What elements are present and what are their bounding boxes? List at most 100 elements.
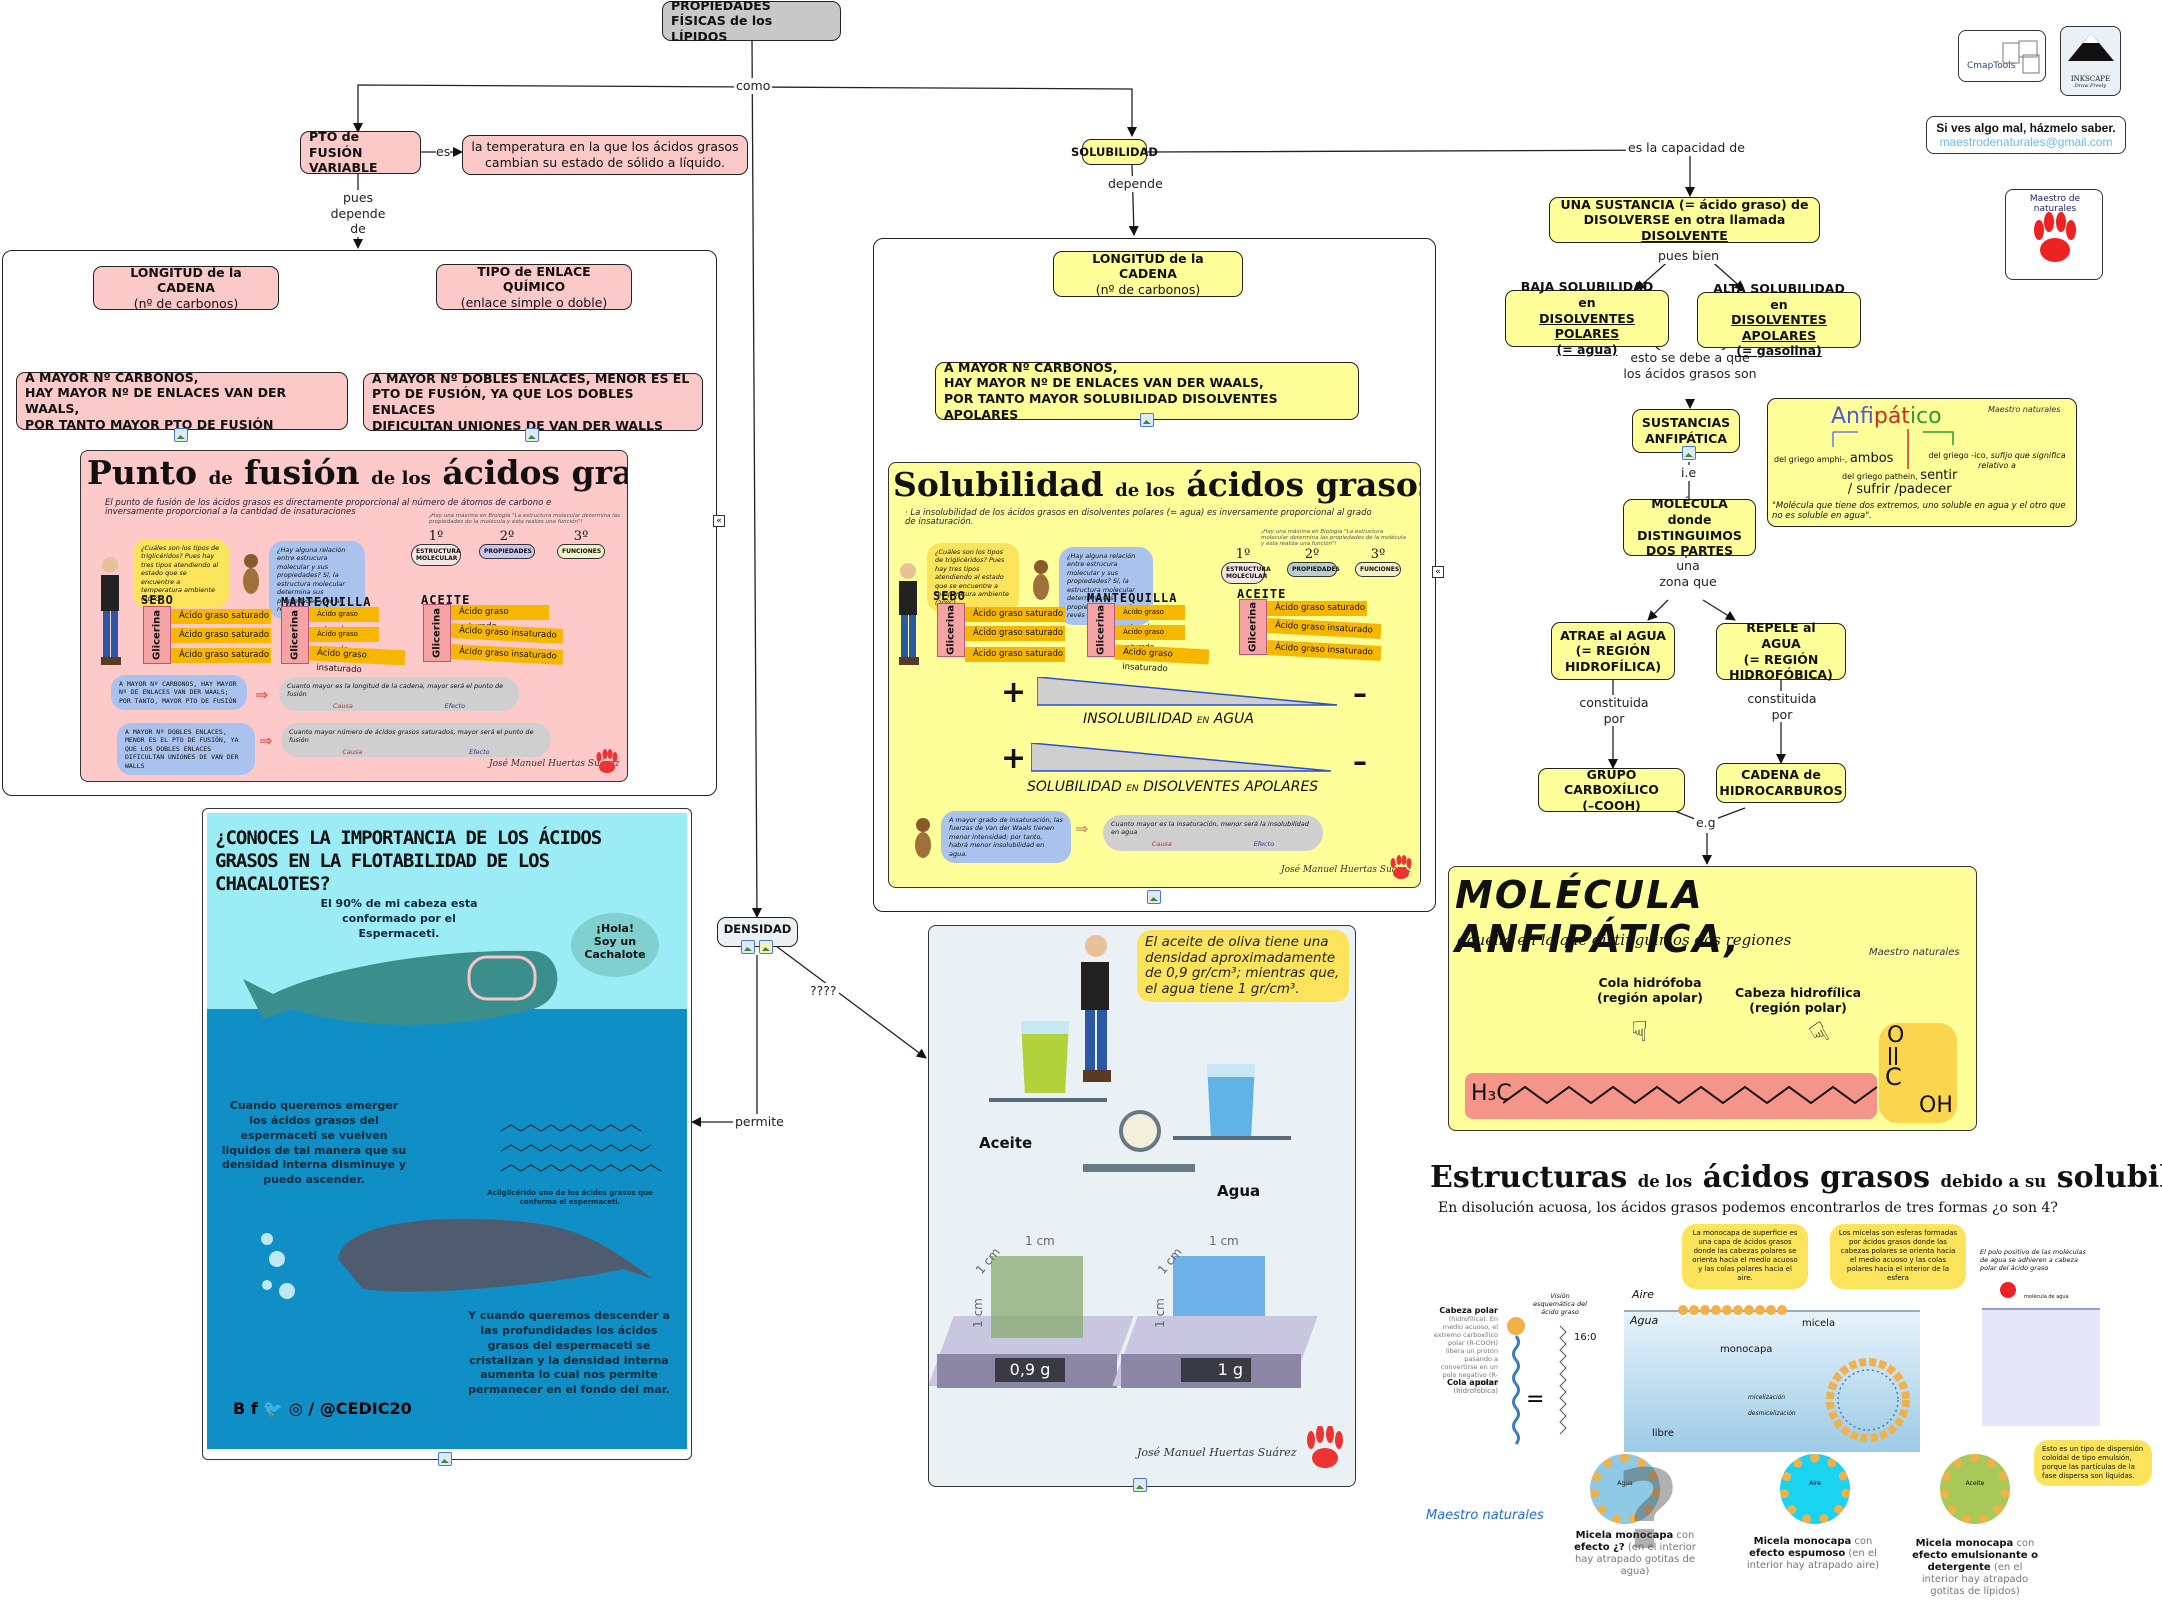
node-text: HIDROFÓBICA) (1729, 667, 1833, 683)
node-alta-solubilidad[interactable]: ALTA SOLUBILIDAD en DISOLVENTES APOLARES… (1697, 281, 1861, 358)
double-bond (1889, 1047, 1891, 1065)
anfipatico-word: Anfipático (1831, 403, 1942, 431)
water-molecule-label: molécula de agua (2024, 1294, 2069, 1300)
node-pto-fusion[interactable]: PTO de FUSIÓN VARIABLE (300, 129, 421, 175)
rule-1: Cuanto mayor es la longitud de la cadena… (279, 677, 519, 711)
collapse-icon[interactable]: « (1432, 566, 1444, 578)
fatty-acid: Ácido graso insaturado (1266, 618, 1382, 639)
root-node-propiedades-fisicas[interactable]: PROPIEDADES FÍSICAS de los LÍPIDOS (662, 0, 841, 44)
node-text: LONGITUD de la CADENA (1092, 250, 1204, 282)
cmaptools-logo[interactable]: CmapTools (1958, 30, 2046, 82)
whale-title: ¿CONOCES LA IMPORTANCIA DE LOS ÁCIDOS GR… (215, 827, 602, 895)
node-text: (nº de carbonos) (1095, 281, 1201, 297)
etym-meaning: ambos (1849, 451, 1894, 466)
image-resource-icon[interactable] (438, 1452, 452, 1466)
ratio-label: 16:0 (1574, 1332, 1597, 1343)
node-baja-solubilidad[interactable]: BAJA SOLUBILIDAD en DISOLVENTES POLARES … (1505, 279, 1669, 357)
twitter-icon[interactable]: 🐦 (263, 1399, 284, 1418)
greeting-bubble: ¡Hola! Soy un Cachalote (571, 913, 659, 977)
micelle-caption: Micela monocapa con efecto emulsionante … (1908, 1538, 2042, 1598)
insolubilidad-label: INSOLUBILIDAD EN AGUA (1083, 711, 1254, 727)
maestro-de-naturales-logo[interactable]: Maestro de naturales (2005, 189, 2103, 280)
title-part: ácidos grasos (442, 453, 628, 492)
image-resource-icon[interactable] (174, 428, 188, 442)
node-fusion-enlace-resultado[interactable]: A MAYOR Nº DOBLES ENLACES, MENOR ES EL P… (363, 371, 703, 433)
fatty-acid: Ácido graso saturado (1267, 601, 1367, 616)
node-definicion-fusion[interactable]: la temperatura en la que los ácidos gras… (462, 135, 748, 175)
link-label-constituida-2: constituida por (1744, 691, 1820, 723)
causa-label: Causa (342, 747, 363, 756)
caption-bold: efecto ¿? (1574, 1542, 1625, 1553)
maxim-text: ¡Hay una máxima en Biología "La estructu… (1261, 529, 1406, 547)
fatty-acid: Ácido graso saturado (965, 626, 1065, 641)
minus-sign: – (1353, 677, 1367, 710)
micelle-core-label: Aire (1809, 1480, 1821, 1487)
node-text: POR TANTO MAYOR SOLUBILIDAD DISOLVENTES … (944, 391, 1278, 422)
cartoon-character (1071, 932, 1121, 1092)
feedback-box[interactable]: Si ves algo mal, házmelo saber. maestrod… (1926, 116, 2126, 154)
node-solubilidad[interactable]: SOLUBILIDAD (1071, 139, 1158, 165)
node-solubilidad-longitud[interactable]: LONGITUD de la CADENA (nº de carbonos) (1053, 251, 1243, 297)
node-fusion-enlace[interactable]: TIPO de ENLACE QUÍMICO (enlace simple o … (436, 264, 632, 310)
scale-display-aceite: 0,9 g (995, 1358, 1065, 1382)
caption-text: (en el interior hay atrapado gotitas de … (1574, 1542, 1696, 1577)
facebook-icon[interactable]: f (250, 1399, 258, 1418)
step-label: FUNCIONES (557, 544, 605, 559)
node-text: DIFICULTAN UNIONES DE VAN DER WALLS (372, 417, 664, 433)
node-capacidad-disolverse[interactable]: UNA SUSTANCIA (= ácido graso) de DISOLVE… (1549, 197, 1820, 243)
link-label-pues-bien: pues bien (1656, 248, 1722, 264)
anfipatico-definition-box[interactable]: Anfipático Maestro naturales del griego … (1767, 398, 2077, 527)
plus-sign: + (1001, 741, 1027, 776)
fatty-acid: Ácido graso saturado (171, 609, 271, 624)
micelle-core-label: Agua (1617, 1480, 1633, 1487)
oil-glass (1021, 1021, 1069, 1093)
dispersion-note: Esto es un tipo de dispersión coloidal d… (2034, 1440, 2152, 1487)
node-densidad[interactable]: DENSIDAD (717, 917, 798, 947)
node-text: MOLÉCULA donde (1651, 496, 1728, 527)
node-fusion-longitud-resultado[interactable]: A MAYOR Nº CARBONOS, HAY MAYOR Nº DE ENL… (16, 370, 348, 432)
water-molecule-zoom (1982, 1308, 2100, 1426)
micelle-aire (1780, 1454, 1850, 1524)
image-resource-icon[interactable] (1682, 446, 1696, 460)
node-molecula-dos-partes[interactable]: MOLÉCULA donde DISTINGUIMOS DOS PARTES (1623, 496, 1756, 558)
step-num: 2º (499, 529, 515, 544)
link-text: depende de (330, 205, 386, 237)
molecula-subtitle: aquella en la que distinguimos dos regio… (1457, 931, 1792, 949)
fatty-acid-schematic: = (1507, 1317, 1567, 1445)
chem-c: C (1885, 1063, 1902, 1091)
instagram-icon[interactable]: ◎ (288, 1399, 303, 1418)
feedback-email-link[interactable]: maestrodenaturales@gmail.com (1939, 135, 2113, 149)
caption-text: (en el interior hay atrapado gotitas de … (1921, 1562, 2029, 1597)
link-text: por (1603, 710, 1625, 726)
brand-mark: Maestro naturales (1869, 947, 1960, 958)
blogger-icon[interactable]: B (233, 1399, 246, 1418)
cmap-icon (2002, 40, 2040, 74)
document-resource-icon[interactable] (759, 940, 773, 954)
node-atrae-agua[interactable]: ATRAE al AGUA (= REGIÓN HIDROFÍLICA) (1551, 622, 1675, 680)
title-part: solubilidad (2056, 1160, 2162, 1195)
image-resource-icon[interactable] (1147, 890, 1161, 904)
link-label-es: es (436, 144, 451, 160)
greeting-text: Cachalote (584, 948, 646, 961)
node-fusion-longitud[interactable]: LONGITUD de la CADENA (nº de carbonos) (93, 265, 279, 311)
image-resource-icon[interactable] (741, 940, 755, 954)
node-grupo-carboxilico[interactable]: GRUPO CARBOXÍLICO (–COOH) (1538, 767, 1685, 813)
image-resource-icon[interactable] (525, 428, 539, 442)
image-resource-icon[interactable] (1140, 413, 1154, 427)
node-text: DISOLVENTES APOLARES (1731, 312, 1827, 343)
group-mantequilla: MANTEQUILLA (281, 595, 372, 609)
image-resource-icon[interactable] (1133, 1478, 1147, 1492)
label-text: Cabeza polar (1439, 1306, 1498, 1315)
node-repele-agua[interactable]: REPELE al AGUA (= REGIÓN HIDROFÓBICA) (1716, 620, 1846, 683)
link-root-densidad (751, 39, 762, 918)
node-text: DISOLVENTE (1641, 227, 1728, 243)
inkscape-logo[interactable]: INKSCAPE Draw Freely (2060, 26, 2121, 96)
node-cadena-hidrocarburos[interactable]: CADENA de HIDROCARBUROS (1716, 763, 1846, 803)
collapse-icon[interactable]: « (713, 515, 725, 527)
node-solubilidad-longitud-resultado[interactable]: A MAYOR Nº CARBONOS, HAY MAYOR Nº DE ENL… (935, 360, 1359, 422)
node-text: cambian su estado de sólido a líquido. (485, 155, 725, 170)
word-part: Anfi (1831, 404, 1874, 429)
etym-meaning: / sufrir /padecer (1847, 482, 1952, 498)
